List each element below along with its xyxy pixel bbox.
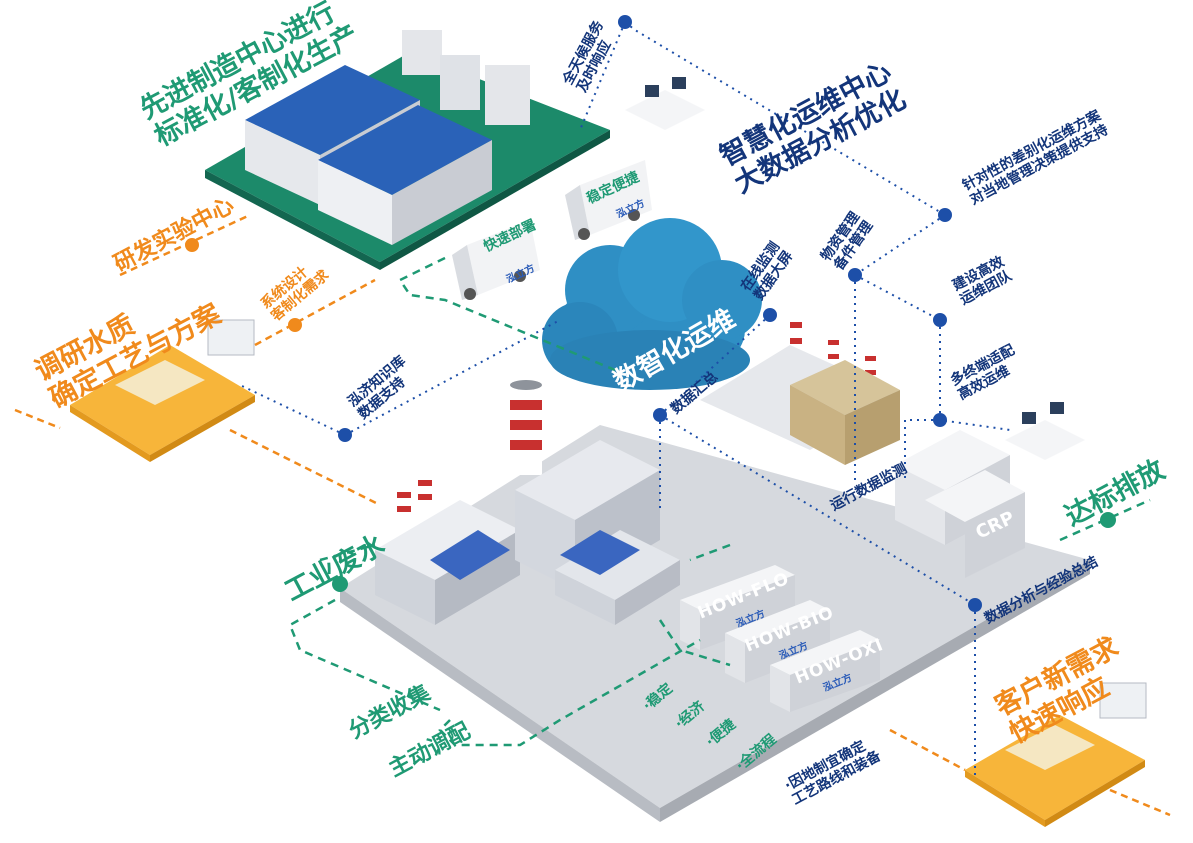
truck-2 xyxy=(565,160,652,240)
how-units xyxy=(680,565,880,712)
chimney-small-left xyxy=(397,470,432,537)
chimney-main xyxy=(510,380,542,475)
green-dot-wastewater xyxy=(332,576,348,592)
orange-dot-system xyxy=(288,318,302,332)
cloud-shape xyxy=(542,218,762,390)
green-dot-emission xyxy=(1100,512,1116,528)
truck-1 xyxy=(452,220,540,300)
meeting-platform-left xyxy=(70,345,255,462)
workstation-top xyxy=(625,77,705,130)
connector-dots xyxy=(338,15,982,612)
orange-dot-rnd xyxy=(185,238,199,252)
orange-arrows xyxy=(14,213,1171,817)
workstation-right xyxy=(1005,402,1085,460)
crp-tanks xyxy=(895,430,1025,578)
office-building xyxy=(700,345,900,465)
meeting-platform-right xyxy=(965,715,1145,827)
factory-complex xyxy=(375,440,680,625)
